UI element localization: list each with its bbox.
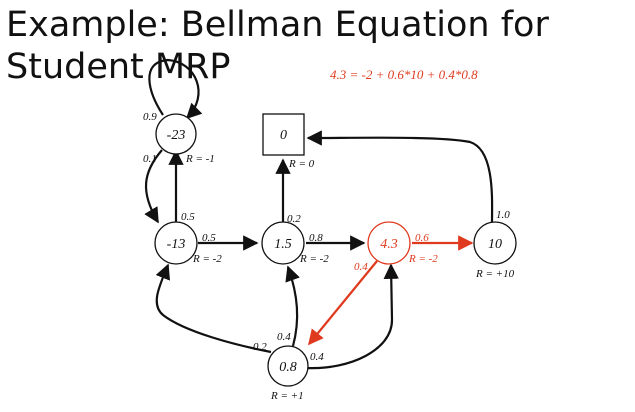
reward-label-neg13: R = -2 (192, 253, 222, 265)
prob-label-1-5-to-4-3: 0.8 (309, 232, 323, 244)
reward-label-0-8: R = +1 (270, 390, 304, 402)
prob-label-self-loop: 0.9 (143, 111, 157, 123)
prob-label-4-3-to-0-8: 0.4 (354, 261, 368, 273)
node-value: -13 (167, 237, 186, 252)
reward-label-4-3: R = -2 (408, 253, 438, 265)
node-neg23: -23 (155, 113, 197, 155)
node-value: 0 (280, 128, 287, 143)
node-value: -23 (167, 128, 186, 143)
prob-label-0-8-to-4-3: 0.4 (310, 351, 324, 363)
node-1-5: 1.5 (261, 221, 305, 265)
edge-self-loop (148, 58, 203, 120)
edge-0-8-to-1-5 (285, 265, 300, 347)
node-value: 1.5 (274, 237, 292, 252)
prob-label-10-to-terminal: 1.0 (496, 209, 510, 221)
bellman-equation: 4.3 = -2 + 0.6*10 + 0.4*0.8 (330, 67, 478, 82)
edge-10-to-terminal (306, 130, 494, 224)
edge-neg23-to-neg13 (144, 149, 163, 224)
node-value: 10 (488, 237, 502, 252)
node-4-3: 4.3 (367, 221, 411, 265)
reward-label-10: R = +10 (475, 268, 515, 280)
prob-label-4-3-to-10: 0.6 (415, 232, 429, 244)
reward-label-1-5: R = -2 (299, 253, 329, 265)
node-10: 10 (473, 221, 517, 265)
node-neg13: -13 (154, 221, 198, 265)
prob-label-1-5-to-terminal: 0.2 (287, 213, 301, 225)
prob-label-neg23-to-neg13: 0.1 (143, 153, 157, 165)
prob-label-neg13-to-1-5: 0.5 (202, 232, 216, 244)
node-terminal: 0 (262, 113, 305, 156)
slide-title: Example: Bellman Equation for Student MR… (6, 5, 549, 87)
edge-4-3-to-0-8 (308, 260, 378, 346)
prob-label-0-8-to-1-5: 0.4 (277, 331, 291, 343)
prob-label-0-8-to-neg13: 0.2 (253, 341, 267, 353)
edge-0-8-to-4-3 (305, 263, 399, 370)
node-0-8: 0.8 (267, 345, 309, 387)
prob-label-neg13-to-neg23: 0.5 (181, 211, 195, 223)
reward-label-neg23: R = -1 (185, 153, 215, 165)
reward-label-terminal: R = 0 (288, 158, 315, 170)
node-value: 4.3 (380, 237, 398, 252)
edge-0-8-to-neg13 (155, 263, 272, 354)
node-value: 0.8 (279, 360, 297, 375)
